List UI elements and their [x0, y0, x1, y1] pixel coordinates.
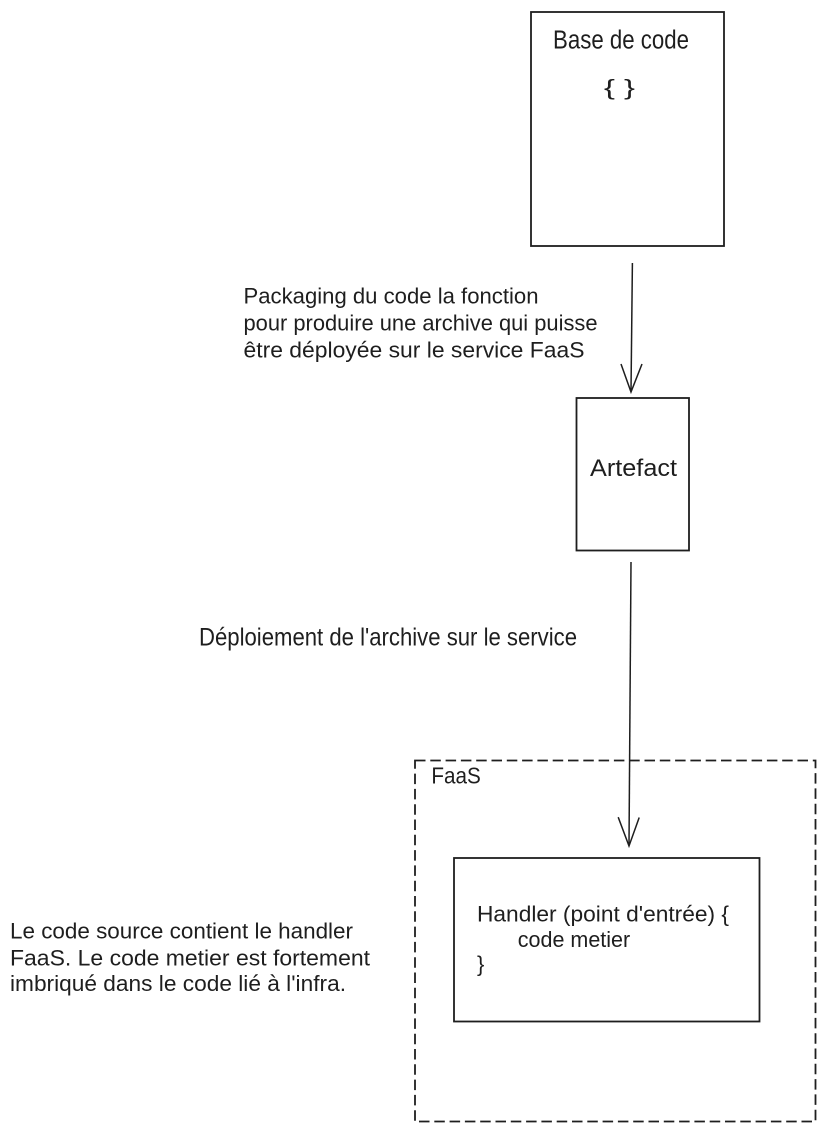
svg-text:être déployée sur le service F: être déployée sur le service FaaS [244, 338, 585, 363]
svg-text:Le code source contient le han: Le code source contient le handler [10, 919, 353, 944]
svg-text:{ }: { } [604, 75, 635, 100]
svg-text:Artefact: Artefact [590, 455, 677, 482]
svg-text:Handler (point d'entrée) {: Handler (point d'entrée) { [477, 902, 729, 927]
svg-text:}: } [477, 952, 484, 977]
svg-text:FaaS: FaaS [431, 763, 480, 789]
svg-text:code metier: code metier [518, 927, 630, 952]
svg-text:Déploiement de l'archive sur l: Déploiement de l'archive sur le service [199, 624, 577, 652]
svg-text:imbriqué dans le code lié à l': imbriqué dans le code lié à l'infra. [10, 971, 346, 996]
svg-text:Packaging du code la fonction: Packaging du code la fonction [244, 284, 539, 309]
svg-text:FaaS. Le code metier est forte: FaaS. Le code metier est fortement [10, 945, 370, 970]
svg-text:Base de code: Base de code [553, 27, 689, 55]
svg-text:pour produire une archive qui: pour produire une archive qui puisse [244, 311, 598, 336]
